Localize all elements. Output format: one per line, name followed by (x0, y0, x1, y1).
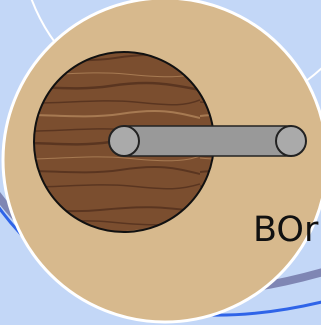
crank-rod-icon (124, 126, 291, 156)
right-pivot-pin-icon (276, 126, 306, 156)
partial-label-text: BOr (253, 210, 318, 250)
left-pivot-pin-icon (109, 126, 139, 156)
